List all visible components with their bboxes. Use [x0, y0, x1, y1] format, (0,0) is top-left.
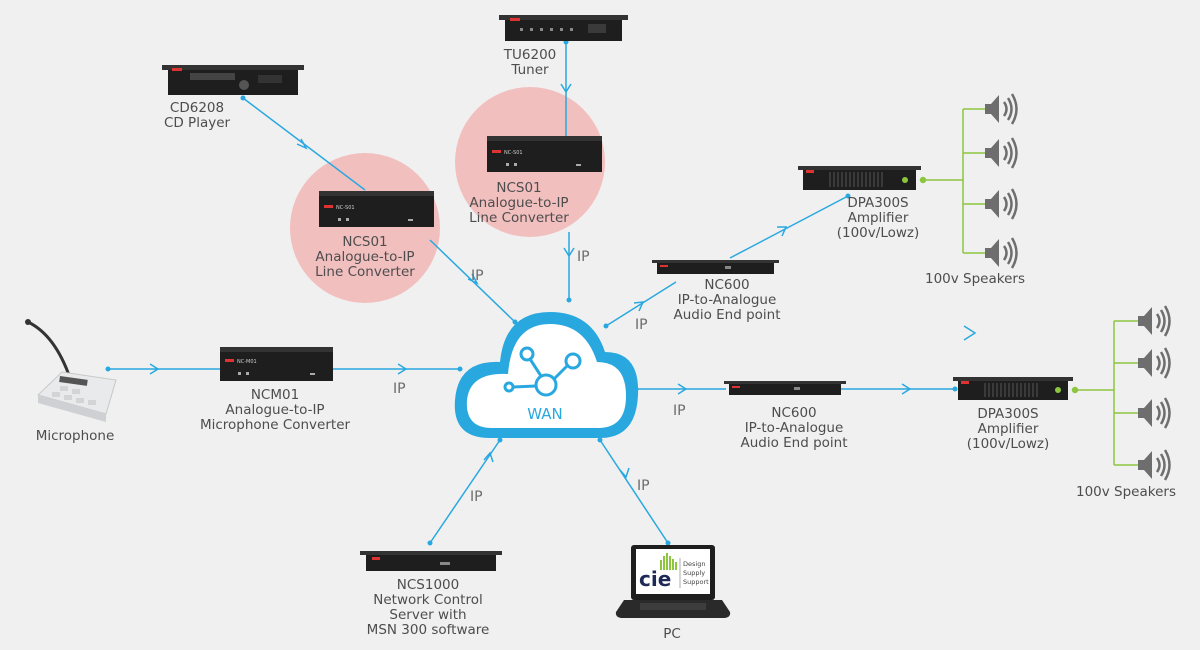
connection-lines [108, 42, 955, 544]
speaker-icon [1138, 449, 1171, 481]
tu6200-tuner-device [499, 15, 628, 41]
ncs1000-model: NCS1000 [396, 577, 460, 593]
network-hub-icon [503, 346, 582, 397]
dpa300s-top-device [798, 166, 921, 190]
wan-cloud: WAN [454, 312, 639, 438]
nc600-top-model: NC600 [704, 277, 750, 293]
ncs1000-line2: Server with [389, 607, 467, 623]
ncm01-line2: Microphone Converter [199, 417, 351, 433]
pc-laptop-device: cie Design Supply Support [615, 545, 731, 618]
dpa300s-mid-line1: Amplifier [977, 421, 1039, 437]
nc600-top-device [652, 260, 779, 274]
ncm01-face: NC-M01 [237, 359, 257, 365]
speaker-wiring-mid [1071, 320, 1138, 466]
ncs01-center-device: NC-S01 [487, 136, 602, 172]
pc-screen-logo: cie [639, 567, 671, 591]
dpa300s-mid-label: DPA300S Amplifier (100v/Lowz) [967, 407, 1050, 452]
pc-screen-text-2: Supply [683, 569, 705, 577]
ncs1000-server-device [360, 551, 502, 571]
microphone-device [25, 319, 117, 422]
speaker-icon [985, 188, 1018, 220]
dpa300s-top-label: DPA300S Amplifier (100v/Lowz) [837, 196, 920, 241]
ncm01-label: NCM01 Analogue-to-IP Microphone Converte… [200, 388, 350, 433]
ncs01-center-label: NCS01 Analogue-to-IP Line Converter [469, 181, 569, 226]
cd6208-label: CD6208 CD Player [164, 101, 230, 131]
cd6208-desc: CD Player [163, 115, 231, 131]
ncs01-left-device: NC-S01 [319, 191, 434, 227]
pc-screen-text-1: Design [683, 560, 705, 568]
ncs1000-label: NCS1000 Network Control Server with MSN … [367, 578, 490, 638]
ip-label-pc: IP [637, 478, 650, 494]
dpa300s-mid-line2: (100v/Lowz) [966, 436, 1050, 452]
tu6200-label: TU6200 Tuner [504, 48, 556, 78]
ncs01-left-line1: Analogue-to-IP [315, 249, 415, 265]
dpa300s-top-line1: Amplifier [847, 210, 909, 226]
nc600-top-line1: IP-to-Analogue [677, 292, 777, 308]
ncm01-model: NCM01 [250, 387, 300, 403]
ncs01-left-label: NCS01 Analogue-to-IP Line Converter [315, 235, 415, 280]
nc600-mid-label: NC600 IP-to-Analogue Audio End point [740, 406, 847, 451]
speaker-icon [985, 137, 1018, 169]
ip-label-ncs01-left: IP [471, 268, 484, 284]
ip-label-nc600-top: IP [635, 317, 648, 333]
nc600-top-label: NC600 IP-to-Analogue Audio End point [673, 278, 780, 323]
chevron-right-icon [963, 325, 977, 341]
speakers-top-label: 100v Speakers [925, 271, 1025, 287]
ncs01-left-model: NCS01 [342, 234, 388, 250]
cd6208-player-device [162, 65, 304, 95]
ip-label-ncs1000: IP [470, 489, 483, 505]
nc600-mid-device [724, 381, 846, 395]
ncm01-line1: Analogue-to-IP [225, 402, 325, 418]
dpa300s-top-model: DPA300S [847, 195, 909, 211]
ip-label-tuner: IP [577, 249, 590, 265]
dpa300s-mid-device [953, 377, 1073, 400]
tu6200-model: TU6200 [503, 47, 557, 63]
speaker-icon [985, 93, 1018, 125]
speaker-icon [985, 237, 1018, 269]
speakers-mid-label: 100v Speakers [1076, 484, 1176, 500]
cd6208-model: CD6208 [169, 100, 225, 116]
speaker-icon [1138, 305, 1171, 337]
speaker-icon [1138, 347, 1171, 379]
nc600-mid-line1: IP-to-Analogue [744, 420, 844, 436]
speaker-wiring-top [919, 108, 985, 254]
ncm01-device: NC-M01 [220, 347, 333, 381]
pc-label: PC [663, 626, 681, 642]
ncs01-center-line1: Analogue-to-IP [469, 195, 569, 211]
ncs01-center-model: NCS01 [496, 180, 542, 196]
speaker-icon [1138, 397, 1171, 429]
dpa300s-top-line2: (100v/Lowz) [836, 225, 920, 241]
nc600-top-line2: Audio End point [673, 307, 781, 323]
ncs01-left-line2: Line Converter [315, 264, 415, 280]
nc600-mid-line2: Audio End point [740, 435, 848, 451]
ncs01-center-line2: Line Converter [469, 210, 569, 226]
ncs01-left-face: NC-S01 [336, 205, 355, 211]
ip-label-ncm01: IP [393, 381, 406, 397]
ip-label-nc600-mid: IP [673, 403, 686, 419]
pc-screen-text-3: Support [683, 578, 709, 586]
wan-label: WAN [527, 405, 563, 423]
ncs01-center-face: NC-S01 [504, 150, 523, 156]
nc600-mid-model: NC600 [771, 405, 817, 421]
ncs01-left-highlight [290, 153, 440, 303]
ncs1000-line1: Network Control [373, 592, 483, 608]
dpa300s-mid-model: DPA300S [977, 406, 1039, 422]
ncs1000-line3: MSN 300 software [366, 622, 490, 638]
tu6200-desc: Tuner [511, 62, 549, 78]
microphone-label: Microphone [35, 428, 115, 444]
